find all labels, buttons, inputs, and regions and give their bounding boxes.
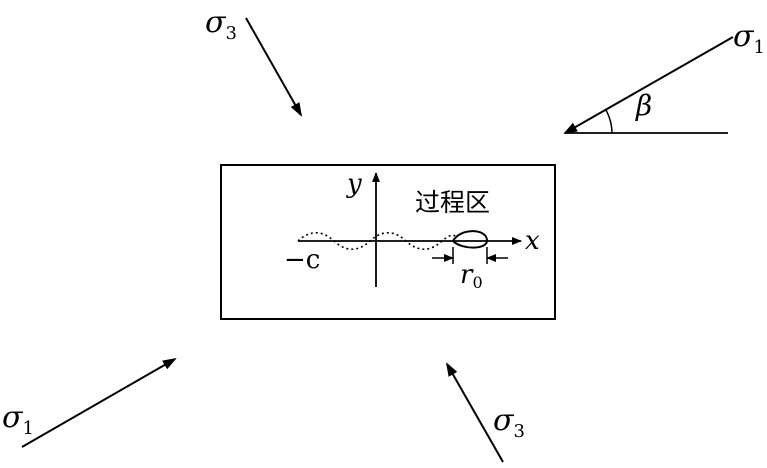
sigma3-top-arrow: [245, 17, 302, 117]
y-axis-label: y: [346, 169, 362, 199]
crack-wavy-line: [297, 231, 456, 251]
sigma1-left-arrow: [21, 358, 177, 448]
r0-label: r0: [460, 260, 483, 292]
process-zone-label: 过程区: [415, 188, 490, 217]
sigma1-right-label: σ1: [733, 19, 765, 58]
sigma3-bottom-label: σ3: [493, 403, 525, 442]
sigma3-bottom-arrow: [446, 362, 504, 463]
sigma1-right-arrow: [563, 36, 734, 134]
specimen-box: [220, 164, 556, 320]
sigma3-top-label: σ3: [205, 5, 237, 44]
beta-angle-arc: [605, 109, 613, 134]
crack-start-label: −c: [284, 245, 320, 275]
beta-label: β: [635, 89, 652, 122]
process-zone-loop: [451, 230, 488, 249]
x-axis-label: x: [525, 226, 540, 256]
sigma1-left-label: σ1: [2, 400, 34, 439]
